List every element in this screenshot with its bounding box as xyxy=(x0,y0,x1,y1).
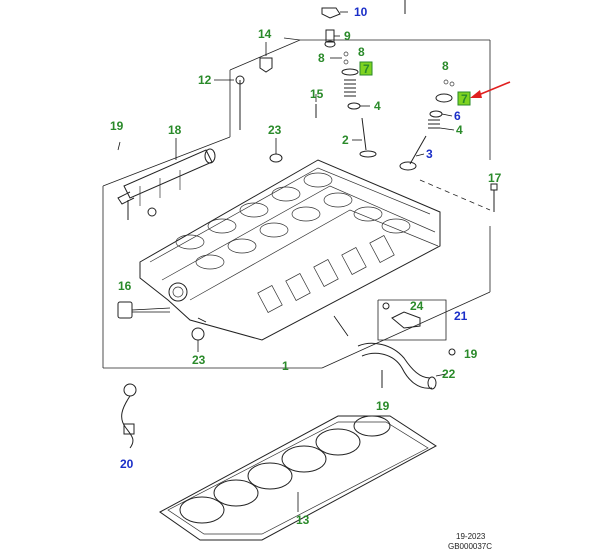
callout-18[interactable]: 18 xyxy=(168,123,182,137)
footer-code: GB000037C xyxy=(448,542,492,551)
temp-sensor xyxy=(117,301,171,319)
valve-train-left xyxy=(315,51,377,158)
callout-21[interactable]: 21 xyxy=(454,309,468,323)
highlight-box-7-right xyxy=(457,91,471,106)
bolt-17 xyxy=(490,183,498,212)
callout-12[interactable]: 12 xyxy=(198,73,212,87)
valve-train-right xyxy=(399,79,455,171)
plug-upper xyxy=(269,138,283,163)
callout-16[interactable]: 16 xyxy=(118,279,132,293)
knock-sensor xyxy=(121,383,137,449)
callout-8-top[interactable]: 8 xyxy=(358,45,365,59)
callout-22[interactable]: 22 xyxy=(442,367,456,381)
callout-10[interactable]: 10 xyxy=(354,5,368,19)
callout-23-bottom[interactable]: 23 xyxy=(192,353,206,367)
callout-1[interactable]: 1 xyxy=(282,359,289,373)
callout-17[interactable]: 17 xyxy=(488,171,502,185)
plug-lower xyxy=(191,317,207,352)
callout-23-top[interactable]: 23 xyxy=(268,123,282,137)
footer: 19-2023 GB000037C xyxy=(448,532,492,551)
callout-6[interactable]: 6 xyxy=(454,109,461,123)
callout-4-right[interactable]: 4 xyxy=(456,123,463,137)
callout-19-right[interactable]: 19 xyxy=(464,347,478,361)
callout-3[interactable]: 3 xyxy=(426,147,433,161)
cylinder-head xyxy=(139,159,441,341)
callout-9[interactable]: 9 xyxy=(344,29,351,43)
group-frame xyxy=(102,37,491,369)
exhaust-ports xyxy=(257,235,395,313)
red-arrow xyxy=(470,81,511,98)
callout-8-left[interactable]: 8 xyxy=(318,51,325,65)
callout-19-bottom[interactable]: 19 xyxy=(376,399,390,413)
callout-13[interactable]: 13 xyxy=(296,513,310,527)
callout-2[interactable]: 2 xyxy=(342,133,349,147)
callout-15[interactable]: 15 xyxy=(310,87,324,101)
footer-date: 19-2023 xyxy=(456,532,486,541)
callout-7-right[interactable]: 7 xyxy=(461,92,468,106)
cam-journals xyxy=(175,172,411,270)
callout-14[interactable]: 14 xyxy=(258,27,272,41)
callout-8-right[interactable]: 8 xyxy=(442,59,449,73)
callout-7-left[interactable]: 7 xyxy=(363,62,370,76)
callout-20[interactable]: 20 xyxy=(120,457,134,471)
sensor-parts xyxy=(214,0,406,130)
pipe-assembly xyxy=(333,299,456,390)
callout-4-left[interactable]: 4 xyxy=(374,99,381,113)
fuel-rail xyxy=(117,138,216,220)
head-gasket xyxy=(159,415,437,541)
callout-24[interactable]: 24 xyxy=(410,299,424,313)
callouts: 10 9 14 8 8 7 12 15 4 2 8 7 6 4 3 19 18 … xyxy=(110,5,502,527)
highlight-box-7-left xyxy=(359,61,373,76)
callout-19-top[interactable]: 19 xyxy=(110,119,124,133)
